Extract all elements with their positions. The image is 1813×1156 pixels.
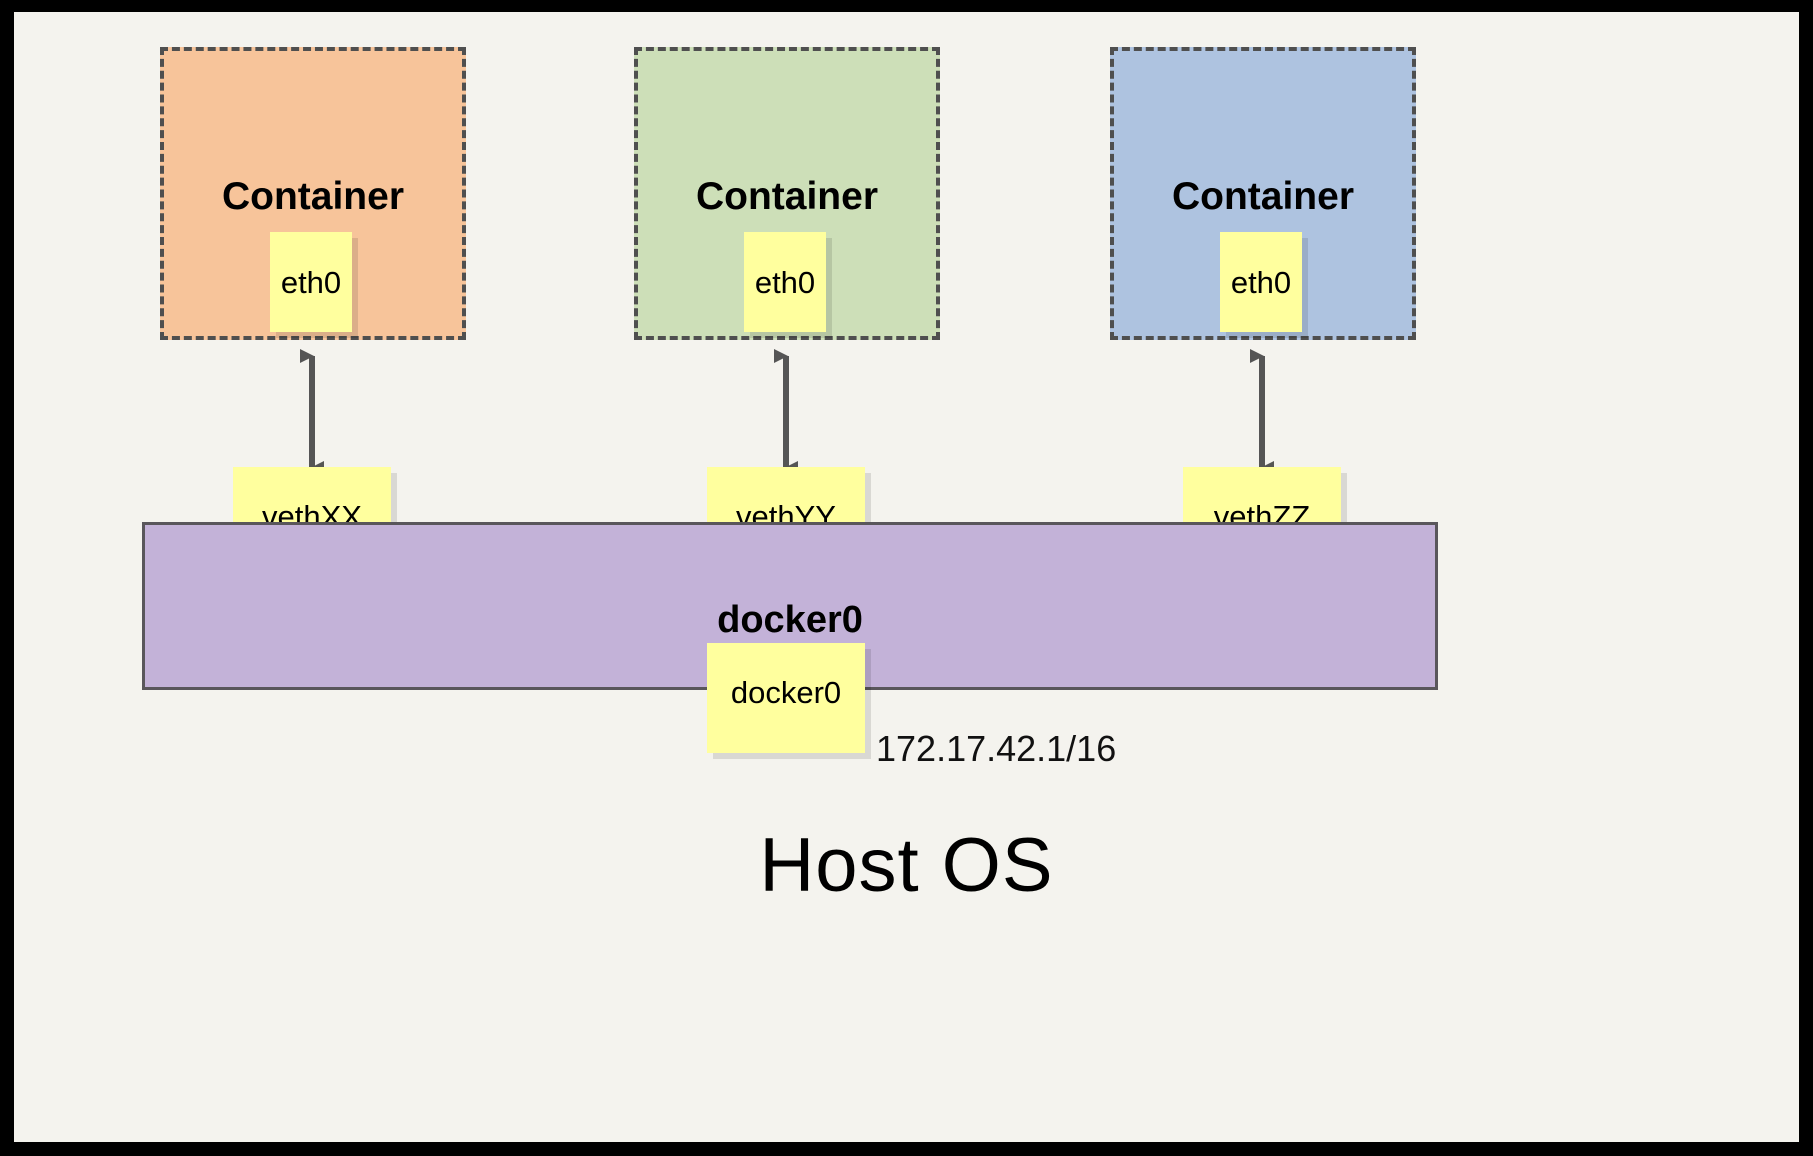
host-os-canvas: Container eth0 vethXX Container eth0 [14, 12, 1799, 1142]
container-3-title: Container [1171, 175, 1354, 218]
host-os-label: Host OS [759, 823, 1054, 908]
veth-link-arrow-2 [774, 349, 798, 475]
container-1-title: Container [221, 175, 404, 218]
docker0-bridge-label: docker0 [717, 599, 863, 641]
container-1-eth0-chip: eth0 [270, 232, 352, 332]
container-2-eth0-chip: eth0 [744, 232, 826, 332]
docker0-iface-chip: docker0 [707, 643, 865, 753]
docker0-ip-label: 172.17.42.1/16 [876, 728, 1117, 769]
veth-link-arrow-1 [300, 349, 324, 475]
container-2-title: Container [695, 175, 878, 218]
veth-link-arrow-3 [1250, 349, 1274, 475]
container-3-eth0-chip: eth0 [1220, 232, 1302, 332]
